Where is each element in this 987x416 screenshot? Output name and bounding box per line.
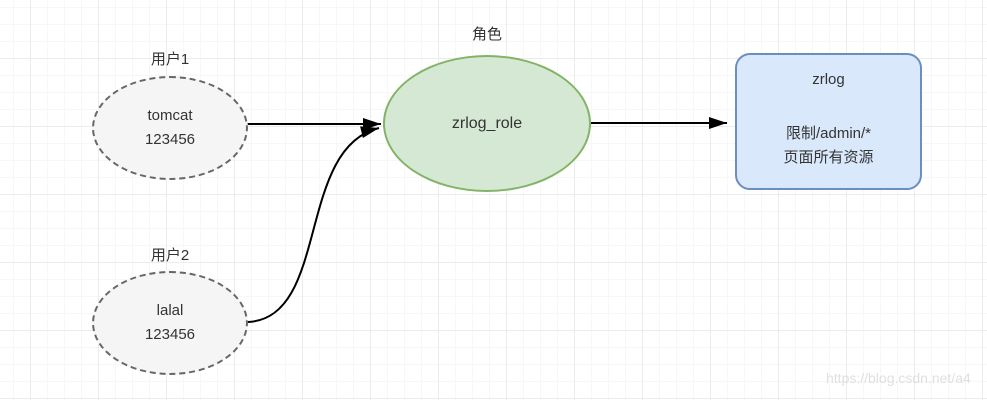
user2-password: 123456: [144, 326, 196, 343]
user1-password: 123456: [144, 131, 196, 148]
user1-username: tomcat: [147, 107, 193, 124]
user1-label: 用户1: [150, 51, 190, 68]
user2-label: 用户2: [150, 247, 190, 264]
user2-username: lalal: [156, 302, 184, 319]
node-role: zrlog_role: [383, 55, 591, 192]
node-user2: lalal 123456: [92, 271, 248, 375]
watermark: https://blog.csdn.net/a4: [826, 370, 971, 386]
node-resource: zrlog 限制/admin/* 页面所有资源: [735, 53, 922, 190]
node-user1: tomcat 123456: [92, 76, 248, 180]
resource-restriction: 限制/admin/*: [785, 125, 872, 142]
resource-scope: 页面所有资源: [783, 149, 874, 166]
resource-spacer: [737, 92, 920, 122]
resource-title: zrlog: [812, 71, 845, 88]
role-name: zrlog_role: [451, 114, 523, 132]
role-label: 角色: [471, 26, 502, 43]
